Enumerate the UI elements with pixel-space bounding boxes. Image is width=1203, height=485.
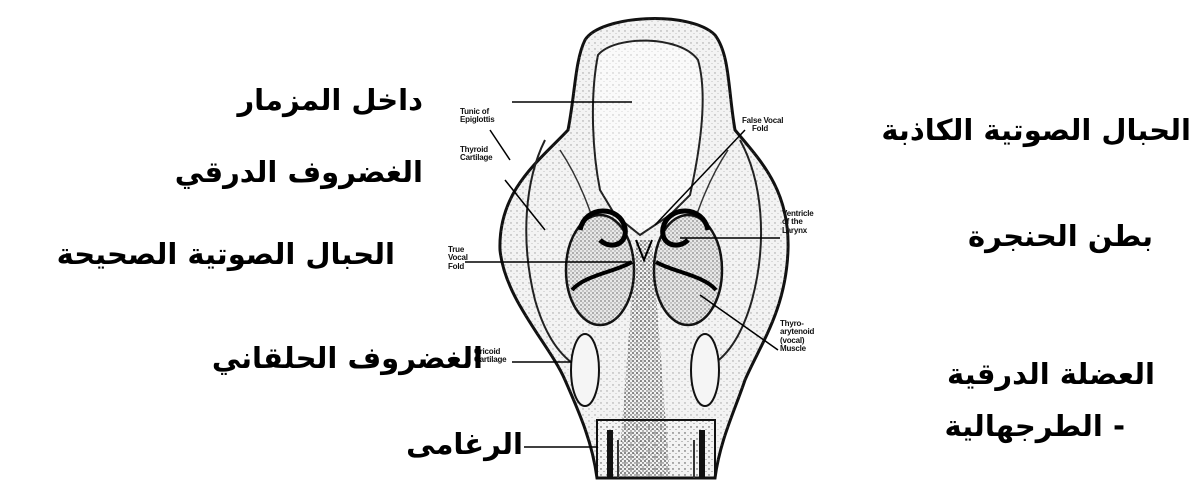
label-en-ventricle: Ventricle of the Larynx [782, 210, 814, 235]
label-en-ta-muscle-line4: Muscle [780, 345, 814, 353]
label-en-false-fold-line2: Fold [742, 125, 783, 133]
label-ar-vestibule: داخل المزمار [237, 86, 423, 115]
label-ar-true-vocal-cords: الحبال الصوتية الصحيحة [57, 240, 395, 269]
label-en-epiglottis-line2: Epiglottis [460, 116, 494, 124]
label-ar-ta-muscle-line1: العضلة الدرقية [947, 360, 1155, 389]
label-en-true-fold: True Vocal Fold [448, 246, 468, 271]
label-en-thyroid-line2: Cartilage [460, 154, 492, 162]
label-en-ta-muscle: Thyro- arytenoid (vocal) Muscle [780, 320, 814, 354]
label-ar-false-vocal-cords: الحبال الصوتية الكاذبة [881, 116, 1191, 145]
label-en-true-fold-line3: Fold [448, 263, 468, 271]
trachea [597, 420, 715, 478]
label-en-false-fold: False Vocal Fold [742, 117, 783, 134]
label-ar-ventricle: بطن الحنجرة [968, 222, 1153, 251]
label-en-thyroid: Thyroid Cartilage [460, 146, 492, 163]
left-cricoid [571, 334, 599, 406]
right-cricoid [691, 334, 719, 406]
label-ar-cricoid-cartilage: الغضروف الحلقاني [212, 344, 483, 373]
label-ar-trachea: الرغامى [406, 430, 523, 459]
label-en-ventricle-line3: Larynx [782, 227, 814, 235]
label-ar-thyroid-cartilage: الغضروف الدرقي [175, 158, 423, 187]
label-en-epiglottis: Tunic of Epiglottis [460, 108, 494, 125]
label-ar-ta-muscle-line2: - الطرجهالية [945, 412, 1126, 441]
